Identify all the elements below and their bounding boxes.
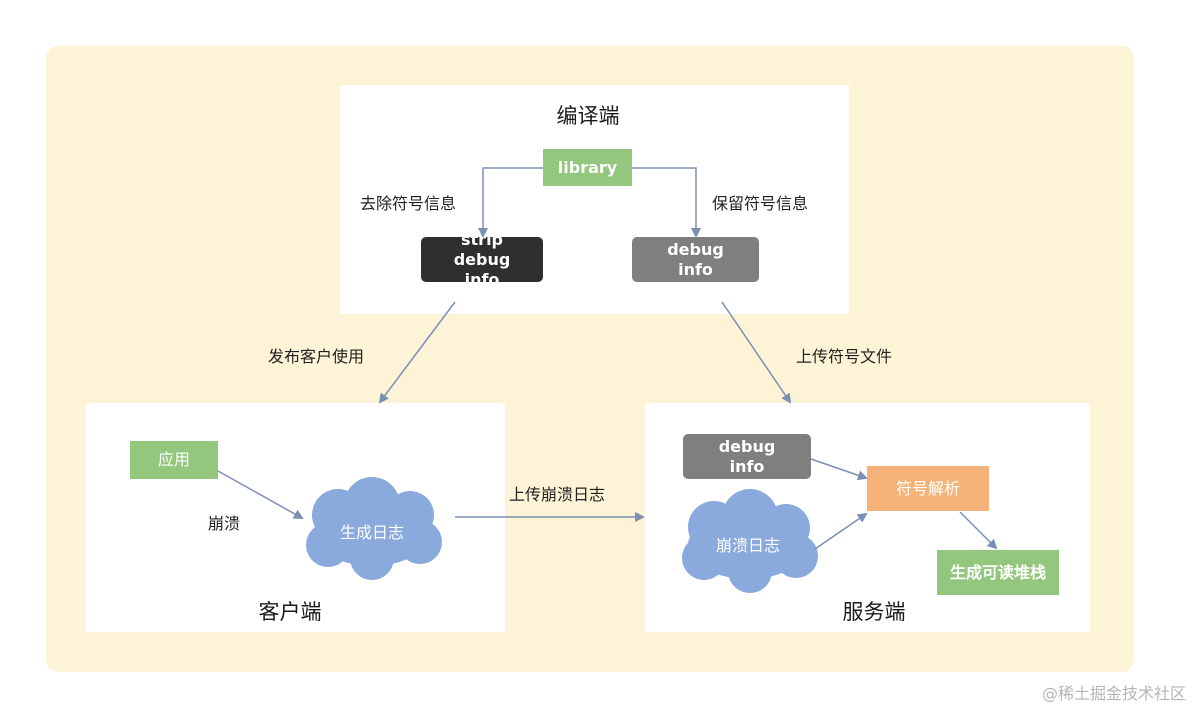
app-node: 应用 — [130, 441, 218, 479]
server-debug-info-node: debug info — [683, 434, 811, 479]
arrow-release-to-client — [378, 301, 456, 404]
server-crash-log-cloud-label: 崩溃日志 — [715, 536, 781, 555]
crash-label: 崩溃 — [208, 514, 241, 533]
compile-side-title: 编译端 — [556, 104, 620, 128]
upload-crash-log-label: 上传崩溃日志 — [509, 485, 606, 504]
keep-symbols-label: 保留符号信息 — [712, 194, 809, 213]
arrow-crashlog-to-symbolicate — [814, 512, 868, 550]
arrow-library-to-debug — [632, 167, 701, 238]
server-side-title: 服务端 — [842, 600, 906, 624]
release-to-client-label: 发布客户使用 — [268, 347, 365, 366]
debug-info-node: debug info — [632, 237, 759, 282]
client-log-cloud-shape — [306, 477, 442, 580]
server-crash-log-cloud-shape — [682, 489, 818, 593]
arrow-upload-symbols — [721, 301, 792, 404]
arrow-app-to-log — [217, 470, 304, 519]
watermark: @稀土掘金技术社区 — [1041, 684, 1186, 703]
client-log-cloud-label: 生成日志 — [339, 523, 405, 542]
symbolicate-node: 符号解析 — [867, 466, 989, 511]
arrow-debug-to-symbolicate — [810, 458, 868, 481]
library-node: library — [543, 149, 632, 186]
arrow-symbolicate-to-stack — [959, 511, 998, 550]
upload-symbols-label: 上传符号文件 — [796, 347, 893, 366]
strip-symbols-label: 去除符号信息 — [360, 194, 457, 213]
readable-stack-node: 生成可读堆栈 — [937, 550, 1059, 595]
client-side-title: 客户端 — [258, 600, 322, 624]
arrow-library-to-strip — [478, 167, 543, 238]
